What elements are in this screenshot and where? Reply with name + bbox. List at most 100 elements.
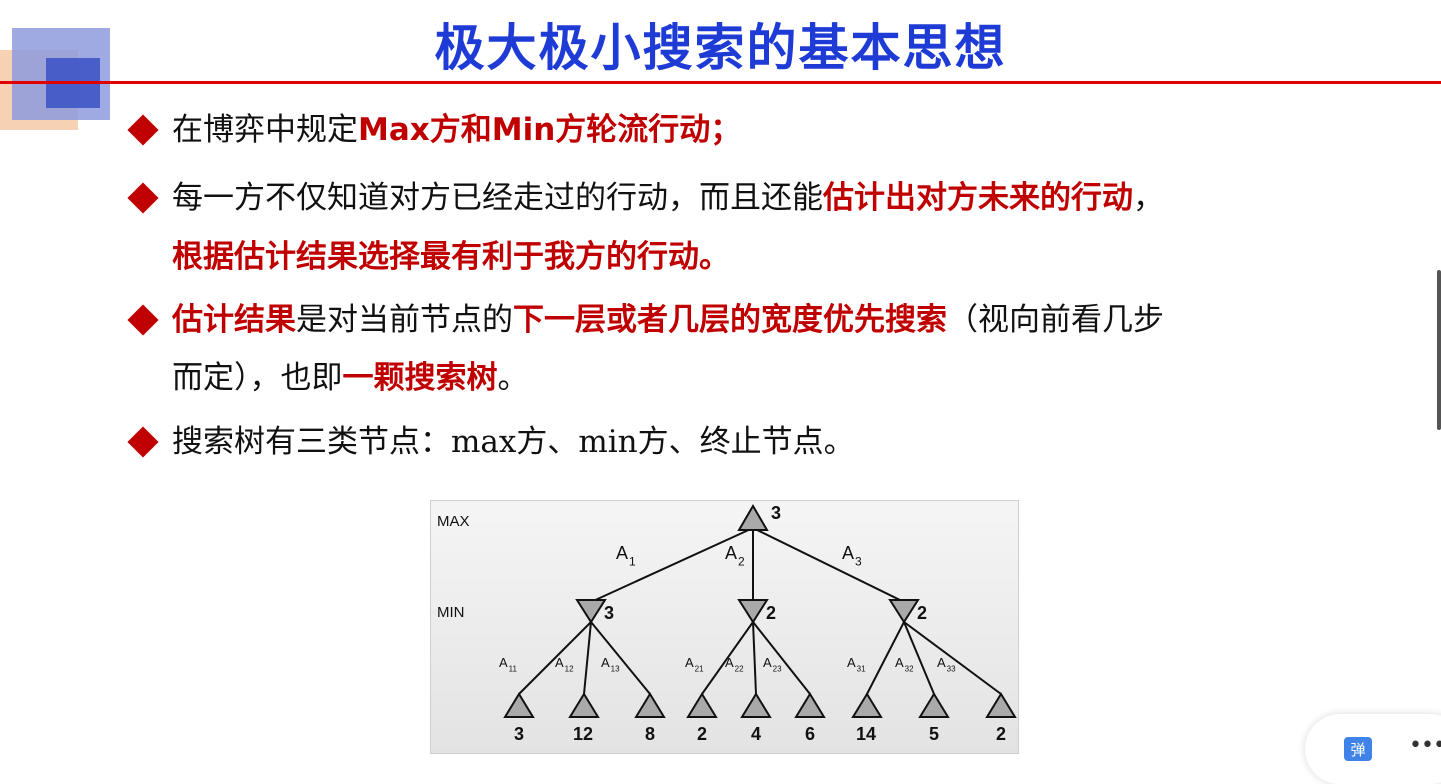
leaf-node [794,692,826,718]
leaf-node-value: 8 [645,724,655,744]
bullet-text-line: 根据估计结果选择最有利于我方的行动。 [172,237,730,277]
edge-label-a3: A3 [842,543,862,568]
leaf-node-value: 2 [697,724,707,744]
leaf-node-value: 3 [514,724,524,744]
body-text: 是对当前节点的 [296,302,513,338]
danmu-toggle-button[interactable]: 弹 [1344,737,1372,761]
bullet-text-line: 在博弈中规定Max方和Min方轮流行动； [172,110,741,150]
edge-label-sub: 11 [509,665,518,674]
leaf-node-value: 4 [751,724,761,744]
tree-edge [903,621,935,695]
highlighted-text: Max方和Min方轮流行动； [358,112,742,148]
body-text: 搜索树有三类节点：max方、min方、终止节点。 [172,424,855,460]
leaf-node-value: 14 [856,724,876,744]
edge-label-base: A [499,655,508,670]
body-text: ， [1133,180,1164,216]
min-level-label: MIN [437,604,465,621]
tree-edge [752,621,757,695]
edge-label-base: A [601,655,610,670]
min-node [575,599,607,624]
edge-label-sub: 31 [857,665,866,674]
body-text: 每一方不仅知道对方已经走过的行动，而且还能 [172,180,823,216]
edge-label-base: A [555,655,564,670]
leaf-node-value: 6 [805,724,815,744]
tree-edge [866,621,905,695]
edge-label-sub: 3 [855,554,862,568]
edge-label-base: A [842,543,854,563]
title-divider [0,81,1441,84]
bullet-text-line: 每一方不仅知道对方已经走过的行动，而且还能估计出对方未来的行动， [172,178,1164,218]
bullet-diamond-icon [127,114,159,146]
leaf-node [686,692,718,718]
edge-label-base: A [725,543,737,563]
bullet-text-line: 估计结果是对当前节点的下一层或者几层的宽度优先搜索（视向前看几步 [172,300,1164,340]
max-level-label: MAX [437,513,470,530]
scrollbar[interactable] [1437,270,1441,430]
tree-edge [752,621,811,695]
edge-label-leaf: A13 [601,655,620,674]
edge-label-base: A [895,655,904,670]
leaf-node-value: 12 [573,724,593,744]
min-node [737,599,769,624]
edge-label-base: A [685,655,694,670]
edge-label-leaf: A32 [895,655,914,674]
highlighted-text: 下一层或者几层的宽度优先搜索 [513,302,947,338]
tree-edge [590,527,754,603]
edge-label-leaf: A33 [937,655,956,674]
min-node-value: 2 [766,603,776,623]
leaf-node [634,692,666,718]
edge-label-base: A [937,655,946,670]
tree-edge [518,621,592,695]
body-text: 。 [497,360,529,396]
leaf-node [985,692,1017,718]
edge-label-a2: A2 [725,543,745,568]
leaf-node [851,692,883,718]
edge-label-leaf: A11 [499,655,518,674]
leaf-node-value: 5 [929,724,939,744]
highlighted-text: 估计出对方未来的行动 [823,180,1133,216]
leaf-node [918,692,950,718]
tree-edge [903,621,1002,695]
highlighted-text: 估计结果 [172,302,296,338]
edge-label-sub: 22 [735,665,744,674]
min-node [888,599,920,624]
edge-label-base: A [616,543,628,563]
bullet-diamond-icon [127,304,159,336]
min-node-value: 2 [917,603,927,623]
highlighted-text: 根据估计结果选择最有利于我方的行动。 [172,239,730,275]
body-text: 在博弈中规定 [172,112,358,148]
max-root-node [737,504,769,531]
edge-label-leaf: A22 [725,655,744,674]
bullet-text-line: 搜索树有三类节点：max方、min方、终止节点。 [172,422,855,462]
edge-label-base: A [847,655,856,670]
tree-edge [701,621,754,695]
slide-title: 极大极小搜索的基本思想 [434,19,1007,77]
tree-edge [583,621,592,695]
bullet-diamond-icon [127,182,159,214]
more-options-icon[interactable]: ••• [1409,733,1441,758]
edge-label-leaf: A21 [685,655,704,674]
edge-label-sub: 23 [773,665,782,674]
edge-label-sub: 32 [905,665,914,674]
edge-label-a1: A1 [616,543,636,568]
tree-edge [590,621,651,695]
leaf-node [740,692,772,718]
leaf-node [568,692,600,718]
root-node-value: 3 [771,503,781,523]
tree-edge [752,527,905,603]
bullet-diamond-icon [127,426,159,458]
edge-label-base: A [725,655,734,670]
edge-label-leaf: A31 [847,655,866,674]
edge-label-sub: 2 [738,554,745,568]
edge-label-sub: 33 [947,665,956,674]
edge-label-base: A [763,655,772,670]
body-text: 而定），也即 [172,360,343,396]
edge-label-leaf: A12 [555,655,574,674]
leaf-node-value: 2 [996,724,1006,744]
body-text: （视向前看几步 [947,302,1164,338]
highlighted-text: 一颗搜索树 [342,360,498,396]
edge-label-sub: 13 [611,665,620,674]
leaf-node [503,692,535,718]
